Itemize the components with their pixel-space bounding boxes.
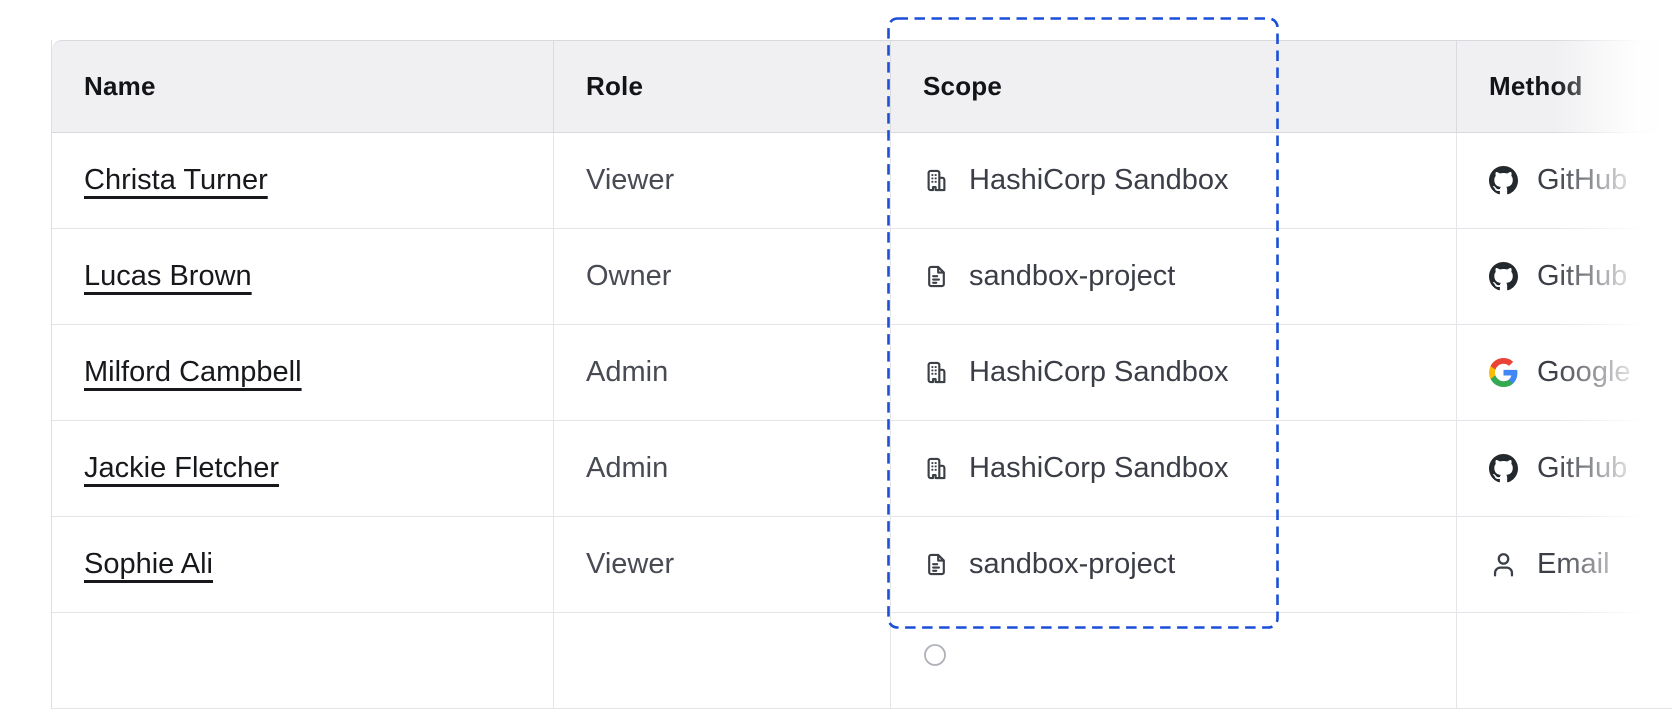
scope-cell: sandbox-project <box>891 517 1457 612</box>
building-icon <box>923 455 950 482</box>
table-row: Christa Turner Viewer HashiCorp Sandbox … <box>52 133 1672 229</box>
name-cell: Sophie Ali <box>52 517 554 612</box>
role-cell: Admin <box>554 325 891 420</box>
method-cell: Email <box>1457 517 1672 612</box>
building-icon <box>923 359 950 386</box>
method-value: Email <box>1537 548 1610 580</box>
scope-cell: HashiCorp Sandbox <box>891 133 1457 228</box>
scope-value: sandbox-project <box>969 548 1176 580</box>
scope-value: HashiCorp Sandbox <box>969 356 1229 388</box>
scope-cell: HashiCorp Sandbox <box>891 325 1457 420</box>
column-header-scope[interactable]: Scope <box>891 41 1457 132</box>
column-header-name[interactable]: Name <box>52 41 554 132</box>
table-row-partial <box>52 613 1672 709</box>
scope-value: sandbox-project <box>969 260 1176 292</box>
role-cell: Viewer <box>554 133 891 228</box>
member-name-link[interactable]: Jackie Fletcher <box>84 452 280 484</box>
github-icon <box>1489 262 1518 291</box>
method-value: GitHub <box>1537 164 1628 196</box>
member-name-link[interactable]: Christa Turner <box>84 164 268 196</box>
circle-icon <box>923 643 947 667</box>
method-value: GitHub <box>1537 260 1628 292</box>
scope-cell: sandbox-project <box>891 229 1457 324</box>
role-cell: Owner <box>554 229 891 324</box>
member-name-link[interactable]: Lucas Brown <box>84 260 252 292</box>
name-cell: Christa Turner <box>52 133 554 228</box>
method-cell: GitHub <box>1457 229 1672 324</box>
members-table: Name Role Scope Method Christa Turner Vi… <box>51 40 1672 709</box>
document-icon <box>923 263 950 290</box>
scope-cell <box>891 613 1457 708</box>
table-row: Milford Campbell Admin HashiCorp Sandbox… <box>52 325 1672 421</box>
role-value: Admin <box>586 452 669 484</box>
table-row: Jackie Fletcher Admin HashiCorp Sandbox … <box>52 421 1672 517</box>
role-value: Viewer <box>586 164 675 196</box>
name-cell: Jackie Fletcher <box>52 421 554 516</box>
github-icon <box>1489 166 1518 195</box>
column-header-role[interactable]: Role <box>554 41 891 132</box>
table-header-row: Name Role Scope Method <box>52 40 1672 133</box>
method-value: GitHub <box>1537 452 1628 484</box>
column-header-method[interactable]: Method <box>1489 71 1583 101</box>
method-cell: GitHub <box>1457 421 1672 516</box>
member-name-link[interactable]: Milford Campbell <box>84 356 302 388</box>
github-icon <box>1489 454 1518 483</box>
scope-value: HashiCorp Sandbox <box>969 452 1229 484</box>
role-value: Owner <box>586 260 672 292</box>
name-cell: Milford Campbell <box>52 325 554 420</box>
method-cell <box>1457 613 1672 708</box>
method-cell: Google <box>1457 325 1672 420</box>
member-name-link[interactable]: Sophie Ali <box>84 548 213 580</box>
document-icon <box>923 551 950 578</box>
name-cell <box>52 613 554 708</box>
method-value: Google <box>1537 356 1631 388</box>
role-cell: Viewer <box>554 517 891 612</box>
scope-cell: HashiCorp Sandbox <box>891 421 1457 516</box>
scope-value: HashiCorp Sandbox <box>969 164 1229 196</box>
role-cell <box>554 613 891 708</box>
name-cell: Lucas Brown <box>52 229 554 324</box>
role-value: Viewer <box>586 548 675 580</box>
table-row: Lucas Brown Owner sandbox-project GitHub <box>52 229 1672 325</box>
role-value: Admin <box>586 356 669 388</box>
table-row: Sophie Ali Viewer sandbox-project Email <box>52 517 1672 613</box>
role-cell: Admin <box>554 421 891 516</box>
method-cell: GitHub <box>1457 133 1672 228</box>
building-icon <box>923 167 950 194</box>
person-icon <box>1489 550 1518 579</box>
google-icon <box>1489 358 1518 387</box>
